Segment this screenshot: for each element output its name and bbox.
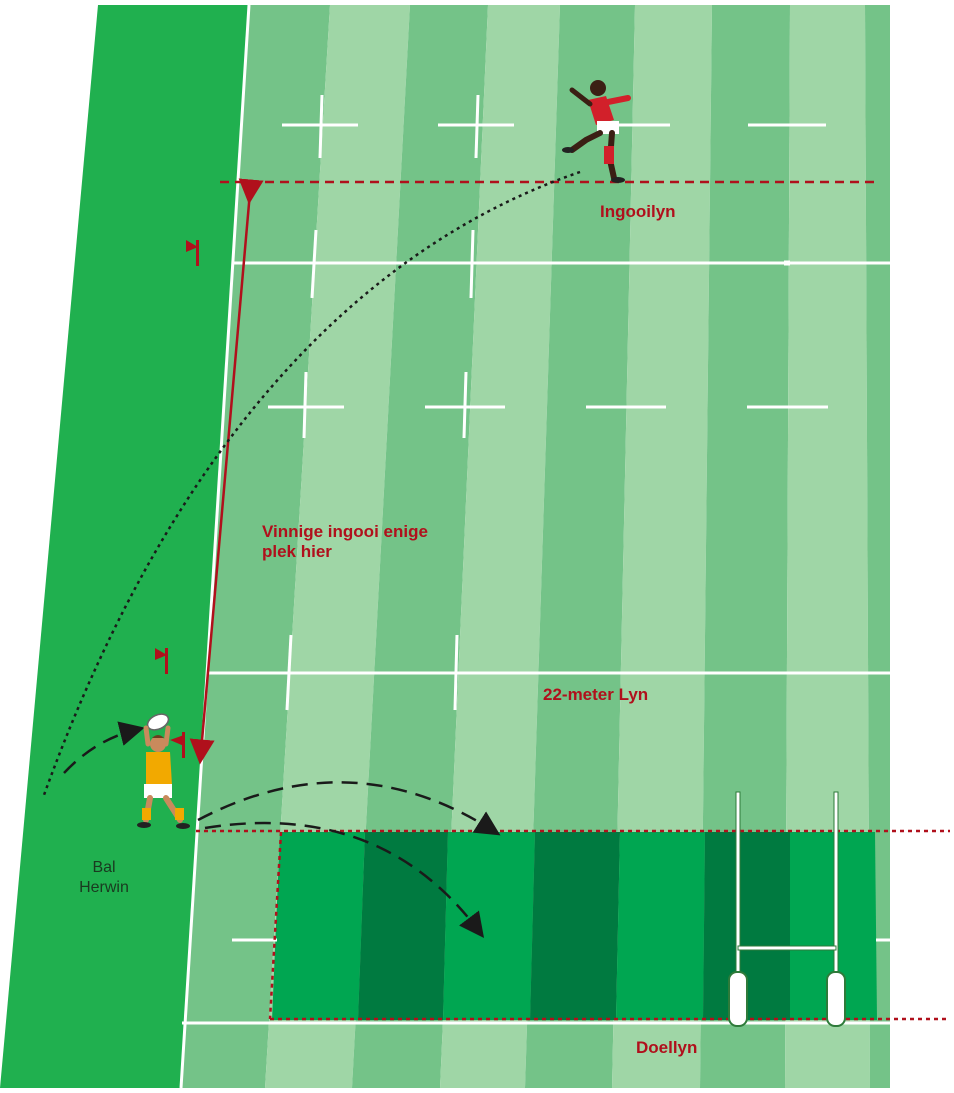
bal-herwin-label-line1: Bal [92,859,115,876]
ingooilyn-label: Ingooilyn [600,202,676,221]
bal-herwin-label-line2: Herwin [79,879,129,896]
twentytwo-meter-label: 22-meter Lyn [543,685,648,704]
vinnige-ingooi-label-line2: plek hier [262,542,332,561]
in-goal-area [272,832,877,1020]
doellyn-label: Doellyn [636,1038,697,1057]
vinnige-ingooi-label-line1: Vinnige ingooi enige [262,522,428,541]
